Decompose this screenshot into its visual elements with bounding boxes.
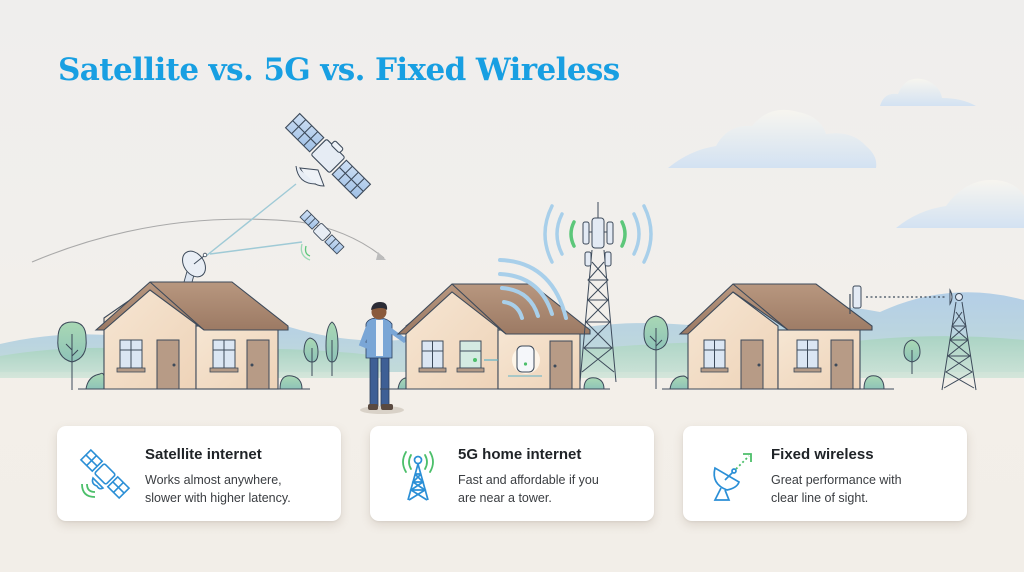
page-title: Satellite vs. 5G vs. Fixed Wireless bbox=[58, 52, 620, 88]
rooftop-antenna bbox=[849, 285, 862, 314]
clouds bbox=[668, 78, 1024, 228]
card-description: Great performance with clear line of sig… bbox=[771, 473, 902, 505]
card-title: Satellite internet bbox=[145, 446, 262, 463]
cell-tower-icon bbox=[402, 451, 434, 501]
satellite-house bbox=[57, 250, 339, 390]
cell-tower bbox=[579, 202, 617, 383]
small-satellite bbox=[299, 209, 345, 255]
5g-house bbox=[380, 258, 610, 390]
large-satellite bbox=[284, 112, 372, 200]
card-title: Fixed wireless bbox=[771, 446, 874, 463]
fixed-wireless-tower bbox=[941, 288, 977, 391]
card-description: Fast and affordable if you are near a to… bbox=[458, 473, 599, 505]
dish-antenna-icon bbox=[713, 453, 752, 501]
satellite-icon bbox=[79, 448, 131, 500]
card-5g: 5G home internet Fast and affordable if … bbox=[370, 426, 654, 521]
5g-router bbox=[508, 345, 542, 377]
person bbox=[358, 302, 413, 414]
card-title: 5G home internet bbox=[458, 446, 582, 463]
card-description: Works almost anywhere, slower with highe… bbox=[145, 473, 291, 505]
satellite-dish bbox=[182, 250, 208, 283]
card-satellite: Satellite internet Works almost anywhere… bbox=[57, 426, 341, 521]
orbit-arc bbox=[31, 218, 385, 263]
card-fixed-wireless: Fixed wireless Great performance with cl… bbox=[683, 426, 967, 521]
fixed-wireless-house bbox=[662, 283, 946, 390]
tower-signal bbox=[543, 204, 653, 264]
